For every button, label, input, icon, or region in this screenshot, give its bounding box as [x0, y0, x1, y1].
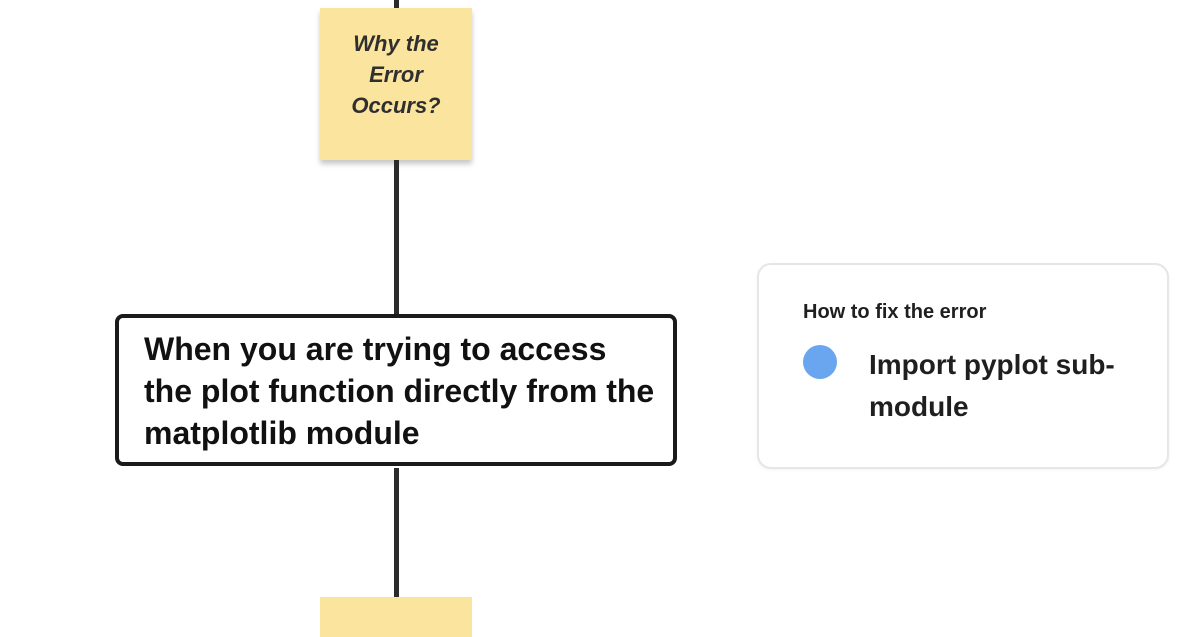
connector-line-lower: [394, 468, 399, 598]
connector-line-upper: [394, 160, 399, 315]
sticky-note-why-error[interactable]: Why the Error Occurs?: [320, 8, 472, 160]
legend-title: How to fix the error: [803, 301, 987, 323]
process-box-cause[interactable]: When you are trying to access the plot f…: [115, 314, 677, 466]
circle-marker-icon: [803, 345, 837, 379]
legend-card-fix[interactable]: How to fix the error Import pyplot sub-m…: [757, 263, 1169, 469]
sticky-note-label: Why the Error Occurs?: [351, 30, 441, 118]
process-box-label: When you are trying to access the plot f…: [144, 331, 655, 451]
connector-line-top: [394, 0, 399, 8]
sticky-note-bottom[interactable]: [320, 597, 472, 637]
legend-item-label: Import pyplot sub-module: [869, 349, 1115, 422]
